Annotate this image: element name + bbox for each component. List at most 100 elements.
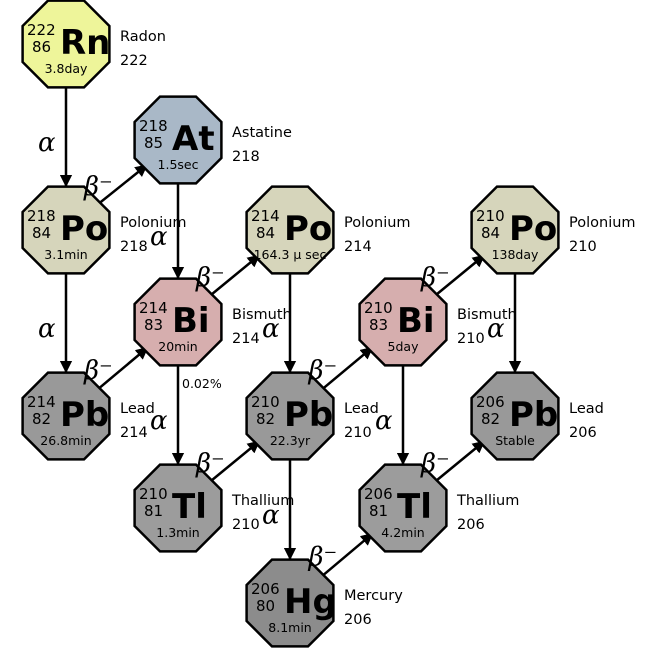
half-life: 3.1min bbox=[44, 247, 87, 262]
beta-decay-label: β⁻ bbox=[308, 356, 338, 386]
beta-decay-label: β⁻ bbox=[83, 356, 113, 386]
atomic-number: 84 bbox=[32, 224, 51, 242]
half-life: Stable bbox=[495, 433, 535, 448]
half-life: 138day bbox=[492, 247, 539, 262]
decay-arrow-pb210-bi210 bbox=[320, 346, 374, 392]
mass-number: 206 bbox=[364, 485, 393, 503]
isotope-mass-label: 206 bbox=[344, 612, 372, 628]
element-symbol: Po bbox=[60, 209, 108, 249]
isotope-mass-label: 206 bbox=[457, 517, 485, 533]
mass-number: 210 bbox=[251, 393, 280, 411]
isotope-mass-label: 210 bbox=[569, 239, 597, 255]
half-life: 164.3 μ sec bbox=[254, 247, 327, 262]
decay-arrow-bi214-po214 bbox=[208, 254, 261, 298]
half-life: 1.5sec bbox=[158, 157, 199, 172]
element-name: Polonium bbox=[344, 215, 411, 231]
element-name: Lead bbox=[569, 401, 604, 417]
isotope-mass-label: 222 bbox=[120, 53, 148, 69]
mass-number: 222 bbox=[27, 21, 56, 39]
mass-number: 210 bbox=[139, 485, 168, 503]
alpha-decay-label: α bbox=[262, 314, 280, 344]
atomic-number: 82 bbox=[481, 410, 500, 428]
beta-decay-label: β⁻ bbox=[420, 263, 450, 293]
element-symbol: Bi bbox=[397, 301, 435, 341]
mass-number: 214 bbox=[27, 393, 56, 411]
alpha-decay-label: α bbox=[38, 314, 56, 344]
isotope-mass-label: 214 bbox=[344, 239, 372, 255]
isotope-mass-label: 218 bbox=[232, 149, 260, 165]
octagon-shape bbox=[133, 463, 223, 553]
element-symbol: Po bbox=[284, 209, 332, 249]
beta-decay-label: β⁻ bbox=[195, 263, 225, 293]
atomic-number: 82 bbox=[256, 410, 275, 428]
atomic-number: 85 bbox=[144, 134, 163, 152]
decay-arrow-bi210-po210 bbox=[433, 254, 486, 298]
decay-arrow-po218-at218 bbox=[96, 164, 148, 206]
beta-decay-label: β⁻ bbox=[195, 449, 225, 479]
atomic-number: 81 bbox=[369, 502, 388, 520]
isotope-mass-label: 218 bbox=[120, 239, 148, 255]
element-name: Lead bbox=[344, 401, 379, 417]
octagon-shape bbox=[245, 558, 335, 648]
alpha-decay-label: α bbox=[38, 128, 56, 158]
element-symbol: Bi bbox=[172, 301, 210, 341]
half-life: 8.1min bbox=[268, 620, 311, 635]
octagon-shape bbox=[470, 371, 560, 461]
mass-number: 210 bbox=[476, 207, 505, 225]
element-name: Astatine bbox=[232, 125, 292, 141]
mass-number: 214 bbox=[139, 299, 168, 317]
alpha-decay-label: α bbox=[487, 314, 505, 344]
half-life: 4.2min bbox=[381, 525, 424, 540]
half-life: 3.8day bbox=[45, 61, 88, 76]
half-life: 20min bbox=[158, 339, 197, 354]
beta-decay-label: β⁻ bbox=[83, 172, 113, 202]
element-symbol: Pb bbox=[509, 395, 558, 435]
element-name: Mercury bbox=[344, 588, 403, 604]
element-name: Polonium bbox=[120, 215, 187, 231]
octagon-shape bbox=[245, 185, 335, 275]
isotope-mass-label: 210 bbox=[344, 425, 372, 441]
atomic-number: 83 bbox=[369, 316, 388, 334]
octagon-shape bbox=[133, 277, 223, 367]
decay-arrow-hg206-tl206 bbox=[319, 532, 374, 579]
element-name: Bismuth bbox=[232, 307, 292, 323]
element-name: Lead bbox=[120, 401, 155, 417]
mass-number: 210 bbox=[364, 299, 393, 317]
decay-arrows bbox=[59, 88, 522, 579]
isotope-mass-label: 206 bbox=[569, 425, 597, 441]
element-name: Thallium bbox=[456, 493, 519, 509]
isotope-mass-label: 214 bbox=[120, 425, 148, 441]
atomic-number: 84 bbox=[256, 224, 275, 242]
beta-decay-label: β⁻ bbox=[420, 449, 450, 479]
element-symbol: Tl bbox=[172, 487, 207, 527]
atomic-number: 82 bbox=[32, 410, 51, 428]
element-name: Bismuth bbox=[457, 307, 517, 323]
isotope-mass-label: 214 bbox=[232, 331, 260, 347]
atomic-number: 84 bbox=[481, 224, 500, 242]
alpha-decay-label: α bbox=[262, 501, 280, 531]
half-life: 22.3yr bbox=[270, 433, 311, 448]
element-symbol: Pb bbox=[60, 395, 109, 435]
octagon-shape bbox=[133, 95, 223, 185]
element-symbol: At bbox=[172, 119, 215, 159]
atomic-number: 81 bbox=[144, 502, 163, 520]
isotope-mass-label: 210 bbox=[457, 331, 485, 347]
octagon-shape bbox=[21, 185, 111, 275]
element-name: Polonium bbox=[569, 215, 636, 231]
atomic-number: 80 bbox=[256, 597, 275, 615]
beta-decay-label: β⁻ bbox=[308, 543, 338, 573]
atomic-number: 83 bbox=[144, 316, 163, 334]
decay-arrow-pb214-bi214 bbox=[95, 346, 149, 392]
